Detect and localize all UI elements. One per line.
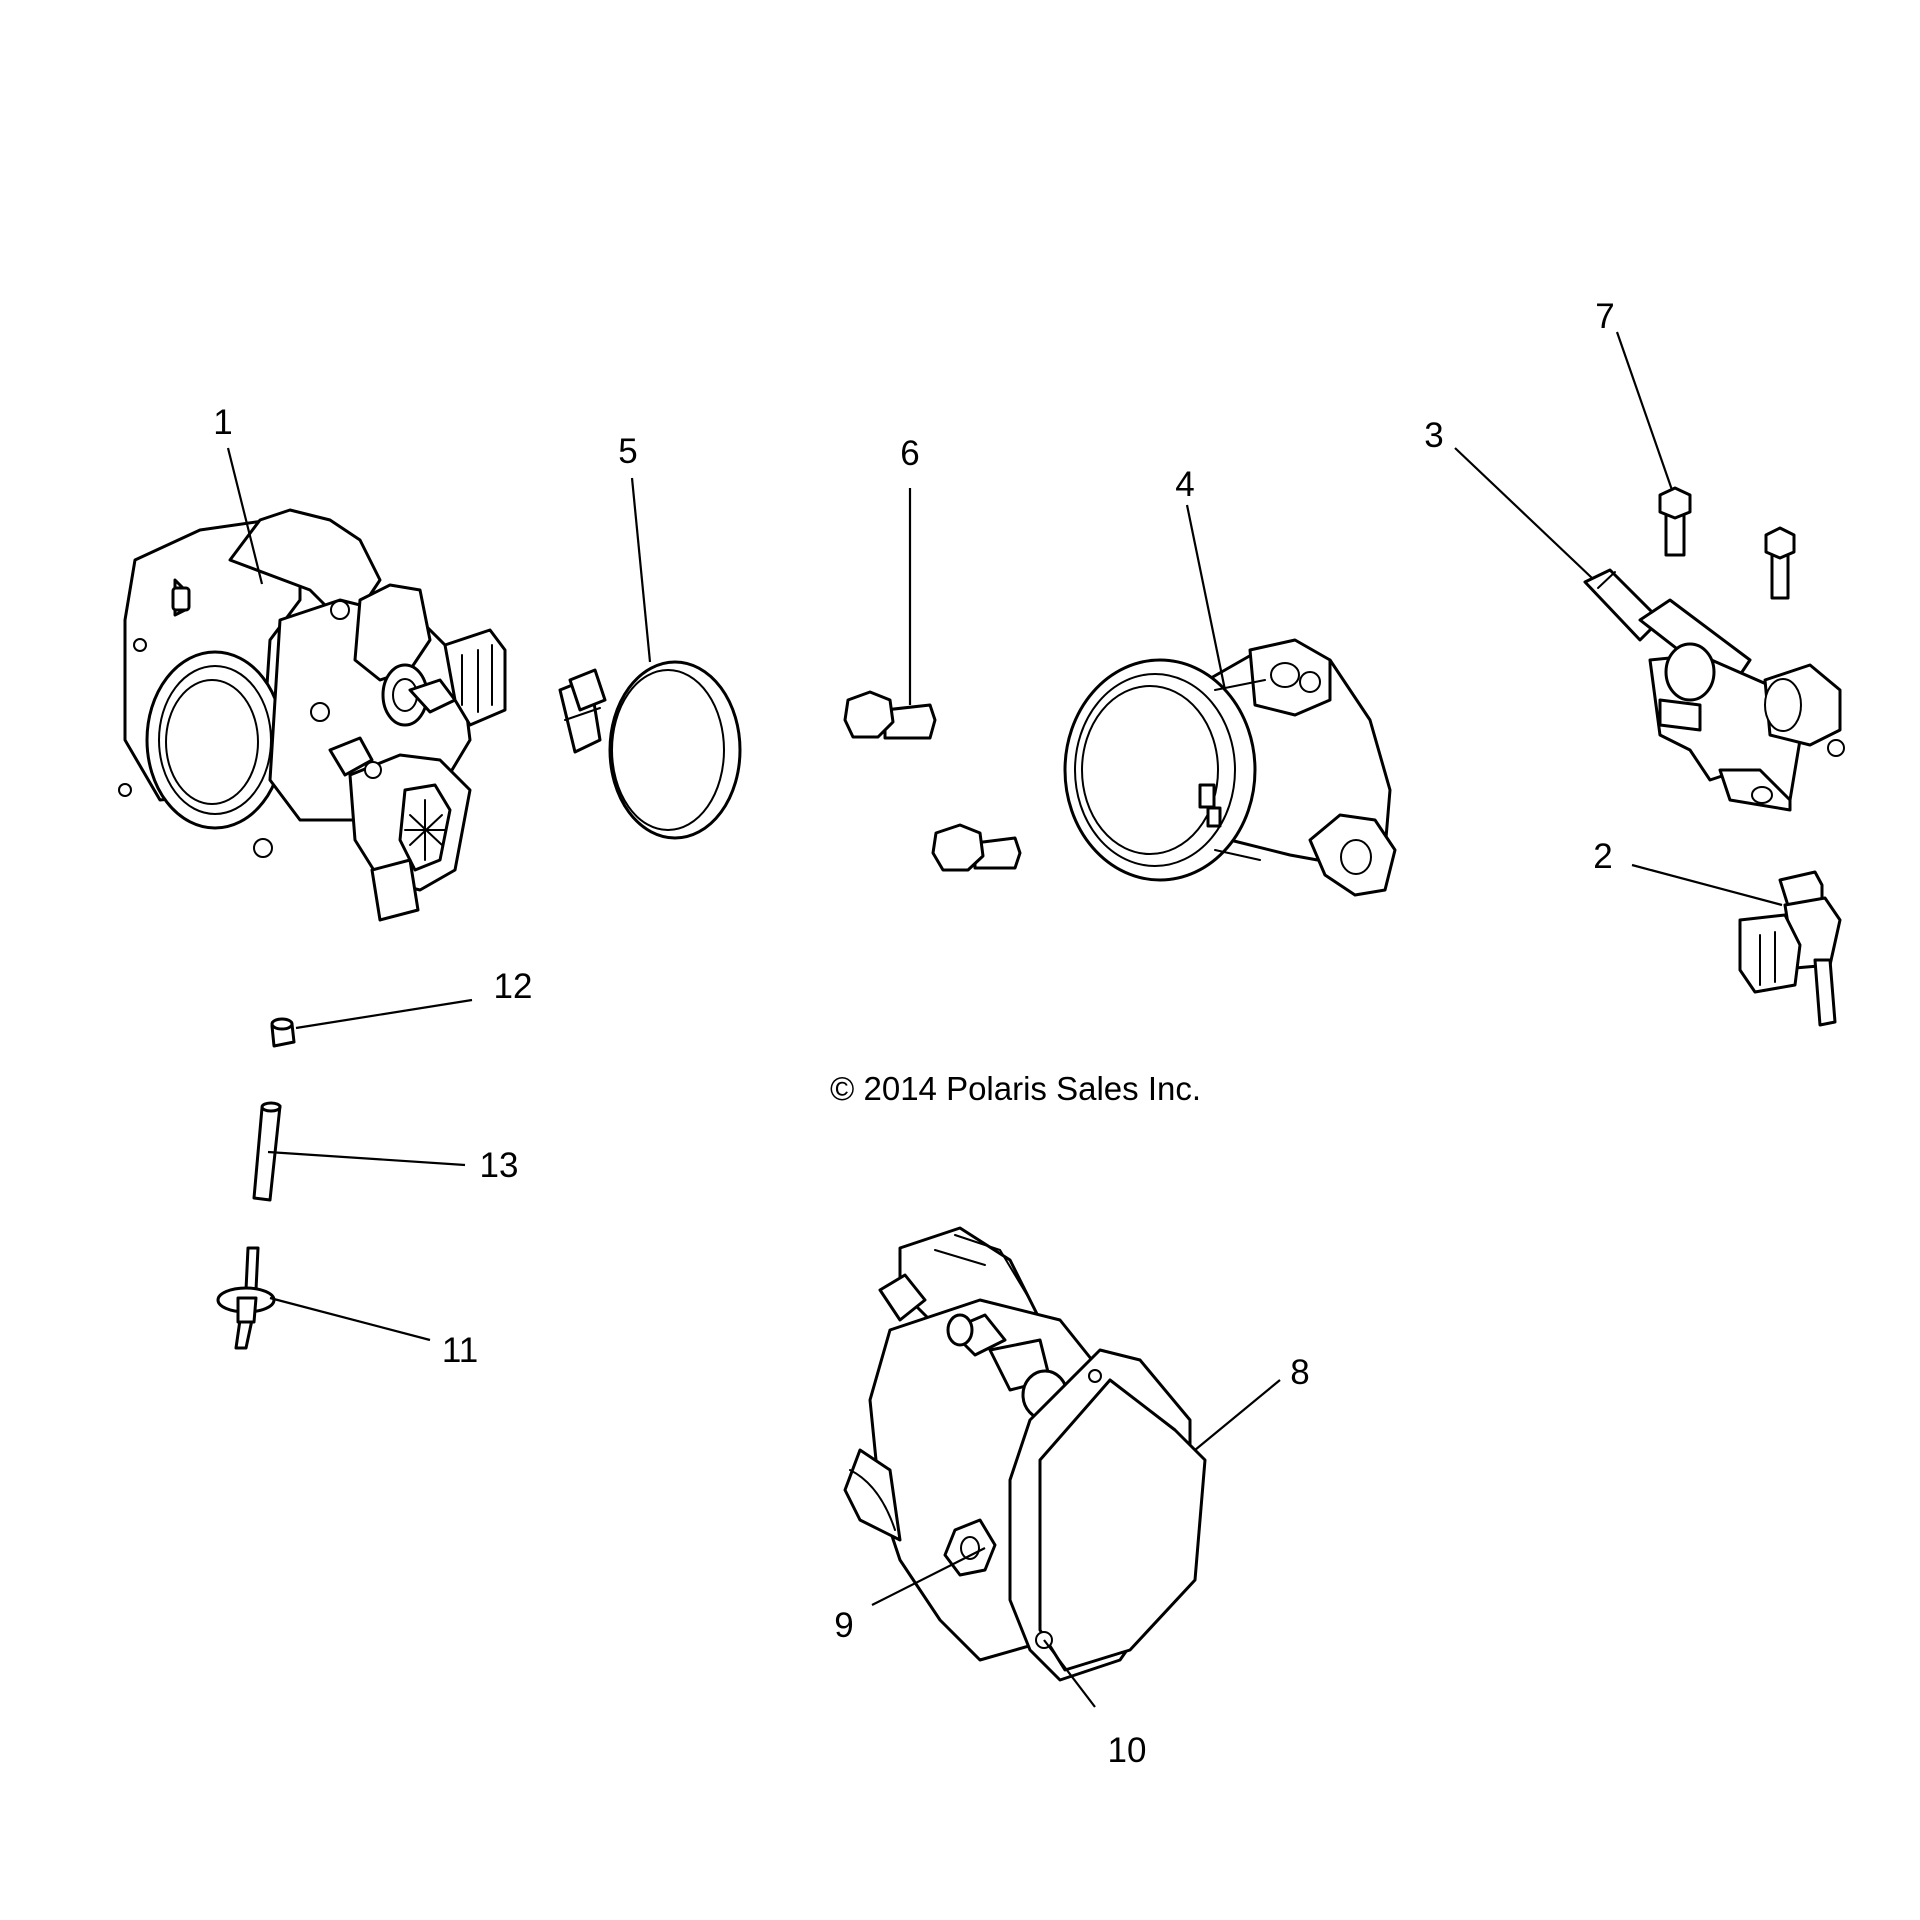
- leader-1: [226, 447, 264, 585]
- callout-4: 4: [1175, 465, 1194, 504]
- screw-part-7: [1658, 486, 1796, 600]
- callout-2: 2: [1593, 837, 1612, 876]
- throttle-body-part-1: [118, 508, 507, 922]
- callout-1: 1: [213, 403, 232, 442]
- cap-part-12: [270, 1017, 296, 1048]
- leader-7: [1615, 331, 1674, 491]
- leader-5: [630, 477, 652, 663]
- leader-9: [871, 1547, 986, 1606]
- leader-4: [1185, 504, 1227, 691]
- leader-11: [269, 1296, 431, 1342]
- callout-7: 7: [1595, 297, 1614, 336]
- leader-2: [1631, 863, 1783, 907]
- callout-8: 8: [1290, 1353, 1309, 1392]
- callout-3: 3: [1424, 416, 1443, 455]
- callout-5: 5: [618, 432, 637, 471]
- callout-9: 9: [834, 1606, 853, 1645]
- fuel-rail-part-3: [1583, 568, 1845, 812]
- callout-11: 11: [442, 1331, 478, 1370]
- callout-12: 12: [494, 967, 533, 1006]
- copyright-notice: © 2014 Polaris Sales Inc.: [830, 1070, 1201, 1107]
- leader-lines: [226, 331, 1783, 1708]
- leader-10: [1043, 1639, 1096, 1708]
- callout-labels: 1 5 6 4 3 7 2 12 13 11 8 9 10: [213, 297, 1614, 1770]
- pin-part-13: [252, 1101, 282, 1202]
- callout-10: 10: [1108, 1731, 1147, 1770]
- leader-12: [295, 998, 473, 1030]
- grommet-part-11: [216, 1246, 276, 1350]
- leader-3: [1454, 447, 1593, 579]
- leader-8: [1194, 1379, 1281, 1451]
- clamp-part-5: [558, 660, 742, 840]
- intake-adapter-part-4: [1063, 638, 1397, 897]
- leader-13: [267, 1150, 466, 1167]
- callout-6: 6: [900, 434, 919, 473]
- callout-13: 13: [480, 1146, 519, 1185]
- bolt-part-6: [843, 690, 1022, 872]
- throttle-cover-assembly-part-8: [843, 1226, 1207, 1682]
- fuel-injector-part-2: [1738, 870, 1842, 1027]
